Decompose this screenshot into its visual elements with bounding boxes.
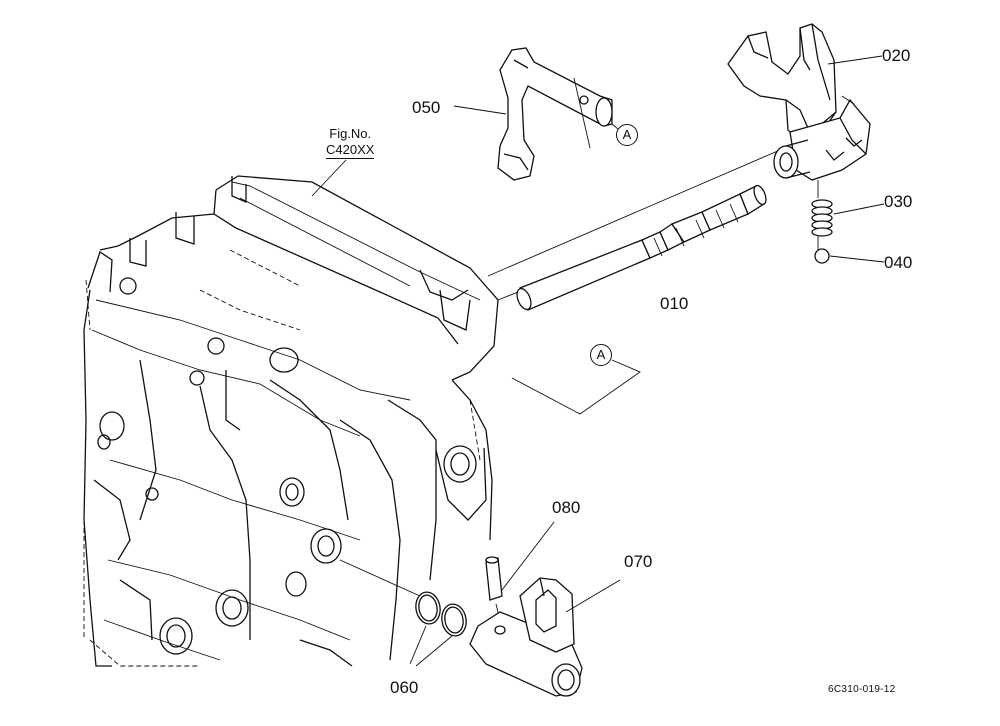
marker-a-bottom: A [590,344,612,366]
spring-pin-080 [485,556,503,629]
callout-060: 060 [390,678,419,697]
callout-leader-080 [501,521,555,591]
callout-010: 010 [660,294,689,313]
detent-spring-030 [811,180,833,250]
shift-fork-020 [727,23,871,181]
fig-ref-label: Fig.No. C420XX [326,126,375,159]
callout-040: 040 [884,253,913,272]
callout-leader-040 [829,255,885,263]
detent-ball-040 [814,248,830,264]
shift-rod-010 [487,149,781,311]
marker-a-leader-bottom [511,359,641,415]
callout-leader-020 [827,55,883,65]
callout-leader-030 [833,203,885,215]
callout-leader-050 [453,105,507,115]
marker-a-top: A [616,124,638,146]
shift-arm-050 [497,47,613,181]
callout-050: 050 [412,98,441,117]
shift-lever-070 [469,577,583,697]
fig-ref-leader [311,159,347,197]
callout-030: 030 [884,192,913,211]
fig-ref-title: Fig.No. [329,126,372,141]
o-rings-060 [339,559,467,637]
callout-080: 080 [552,498,581,517]
drawing-code: 6C310-019-12 [828,684,896,695]
fig-ref-code: C420XX [326,142,375,159]
callout-leader-070 [565,579,621,613]
transmission-housing [83,175,499,667]
callout-070: 070 [624,552,653,571]
callout-020: 020 [882,46,911,65]
callout-leader-060 [409,625,453,667]
